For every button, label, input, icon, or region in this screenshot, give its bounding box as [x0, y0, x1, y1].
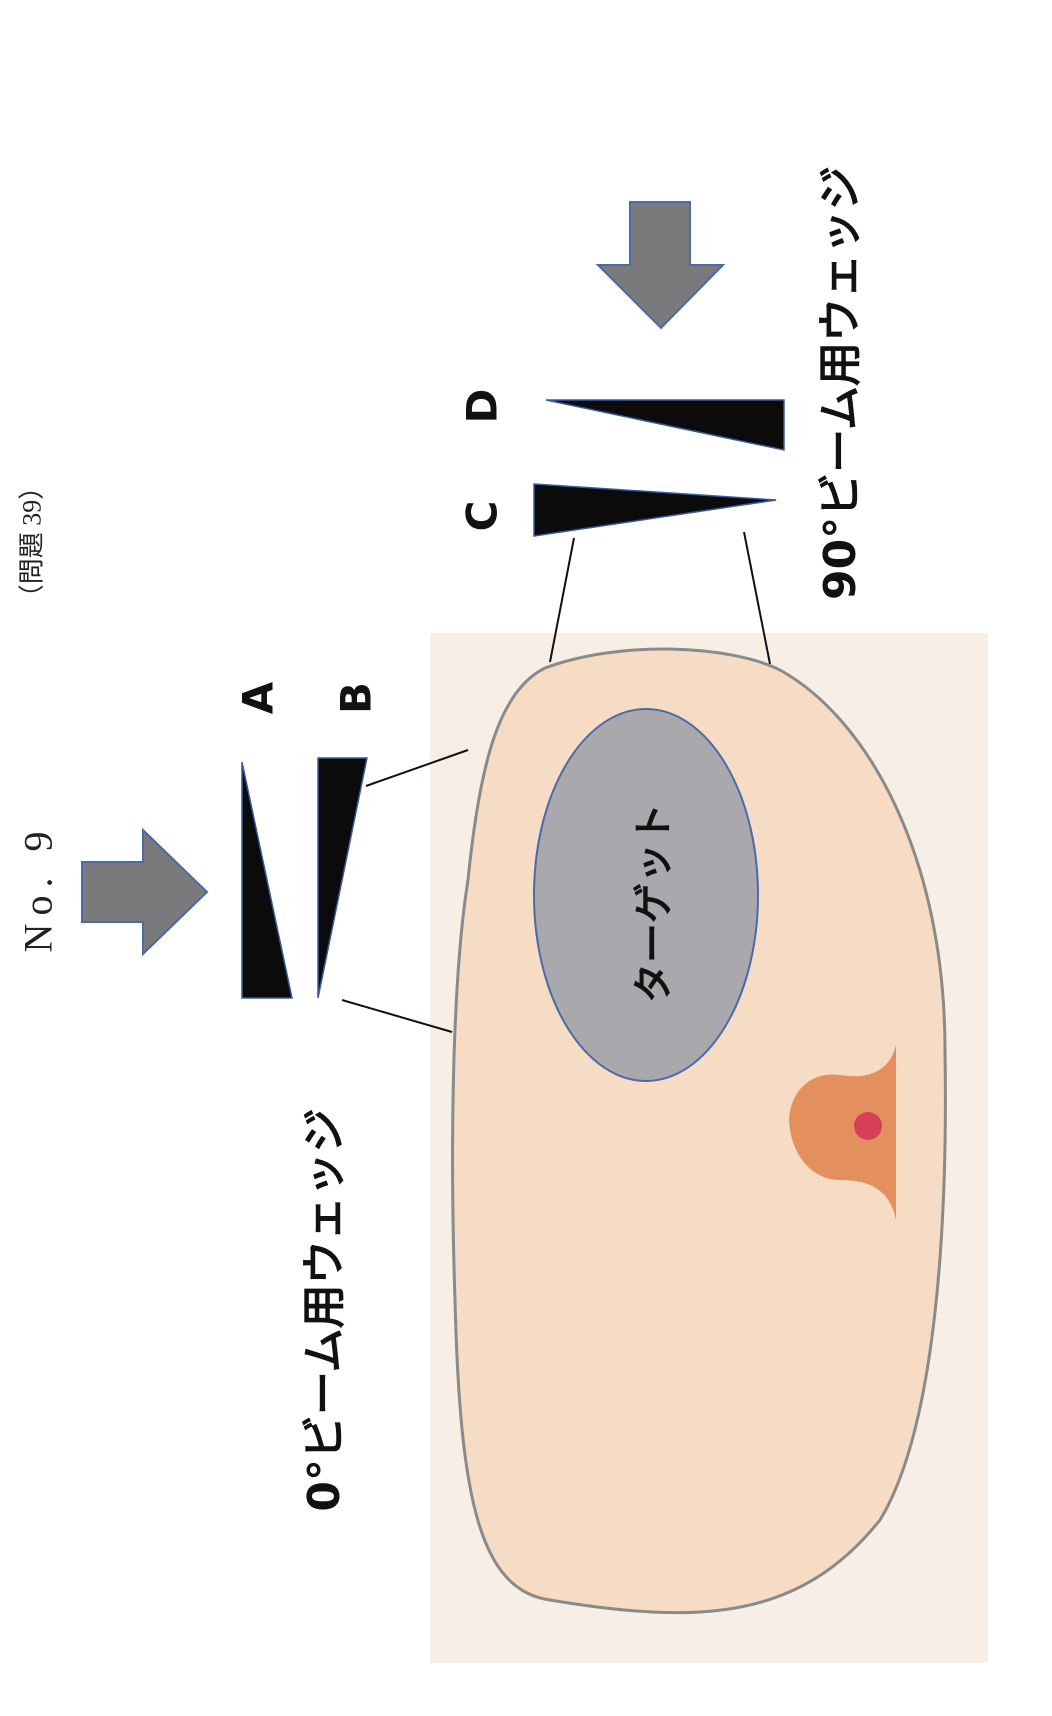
wedge-a-label: A — [233, 681, 283, 715]
field-line-90deg-right — [743, 531, 771, 665]
wedge-a — [241, 761, 293, 999]
wedge-group-0deg-label: 0°ビーム用ウェッジ — [299, 1108, 350, 1512]
wedge-c-label: C — [457, 500, 507, 532]
target-ellipse — [533, 708, 759, 1082]
wedge-group-90deg-label: 90°ビーム用ウェッジ — [815, 166, 866, 600]
wedge-d — [545, 399, 785, 451]
wedge-d-label: D — [457, 388, 507, 424]
wedge-b — [317, 757, 368, 999]
field-line-90deg-left — [549, 537, 575, 663]
right-arrow-icon — [81, 827, 209, 957]
breast-areola — [789, 1045, 896, 1220]
target-label: ターゲット — [631, 803, 677, 1003]
breast-nipple — [854, 1112, 882, 1140]
wedge-b-label: B — [331, 681, 381, 715]
down-arrow-icon — [595, 201, 726, 330]
wedge-c — [533, 483, 777, 537]
field-line-0deg-lower — [341, 999, 453, 1033]
field-line-0deg-upper — [365, 749, 469, 787]
